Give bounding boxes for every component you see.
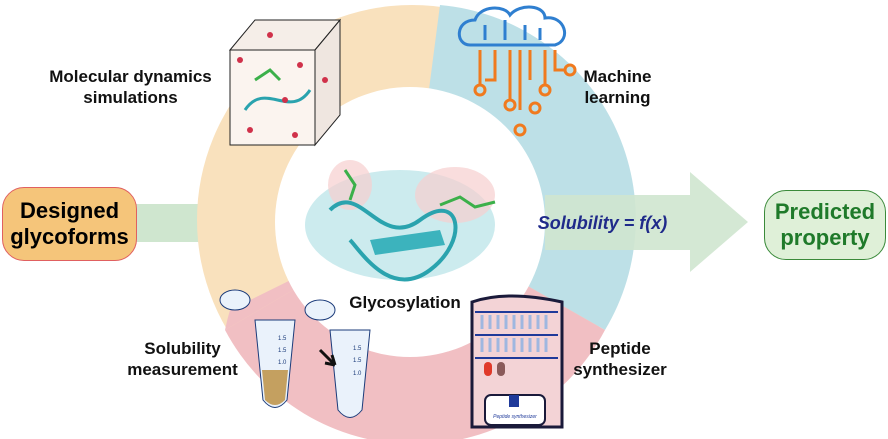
brain-circuit-icon <box>457 5 577 137</box>
tube-tick: 1.5 <box>278 336 287 342</box>
glycoprotein-icon <box>305 160 496 282</box>
tube-tick: 1.5 <box>353 358 362 364</box>
peptide-synthesizer-icon: Peptide synthesizer <box>470 294 564 429</box>
input-line2: glycoforms <box>10 224 129 249</box>
tube-tick: 1.5 <box>278 348 287 354</box>
tube-tick: 1.5 <box>353 346 362 352</box>
tube-tick: 1.0 <box>278 360 287 366</box>
tube-icons <box>219 289 371 418</box>
output-line2: property <box>780 225 870 250</box>
tube-tick: 1.0 <box>353 371 362 377</box>
formula-label: Solubility = f(x) <box>537 213 668 233</box>
output-arrow <box>545 172 748 272</box>
synth-plate-text: Peptide synthesizer <box>493 414 537 420</box>
glycosylation-label: Glycosylation <box>349 293 461 312</box>
input-line1: Designed <box>19 198 120 223</box>
md-box-icon <box>228 18 342 147</box>
output-line1: Predicted <box>774 199 876 224</box>
